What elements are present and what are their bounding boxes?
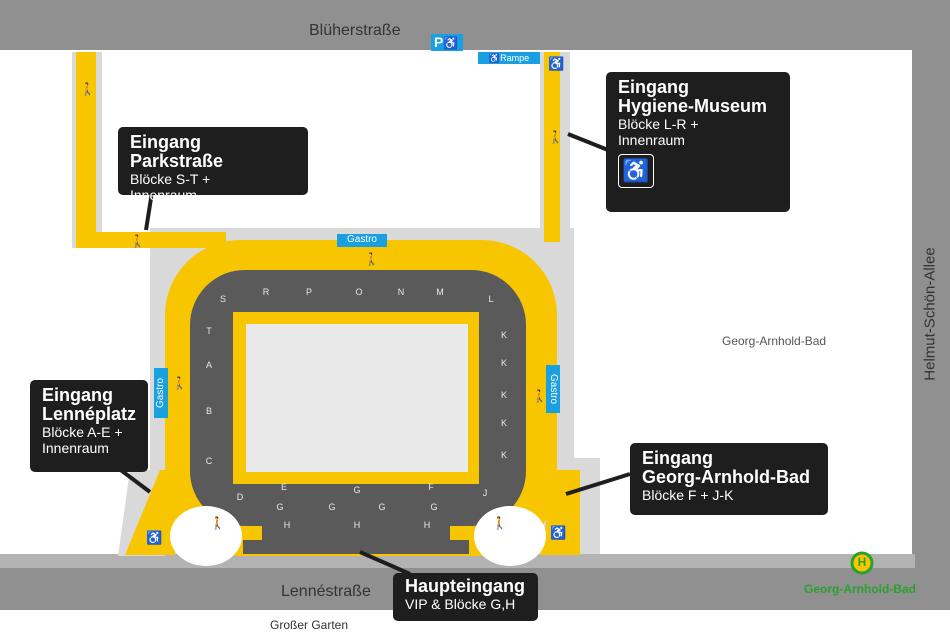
street-helmut-schoen-allee: Helmut-Schön-Allee [921,247,939,381]
ramp-label: Rampe [500,53,530,63]
pedestrian-icon: 🚶 [532,389,547,403]
callout-blocks: Blöcke F + J-K [642,487,734,503]
callout-pointers [116,132,631,576]
walkways [76,52,580,555]
callout-title-line1: Eingang [618,77,689,97]
block-label: F [428,482,434,492]
block-label: K [500,418,507,428]
callout-title-line2: Georg-Arnhold-Bad [642,467,810,487]
area-georg-arnhold-bad: Georg-Arnhold-Bad [722,334,827,348]
block-label: L [488,294,494,304]
callout-blocks: Blöcke A-E + [42,424,123,440]
pedestrian-icon: 🚶 [80,82,95,96]
block-label: M [436,287,444,297]
callout-extra: Innenraum [130,187,197,203]
street-lennestrasse: Lennéstraße [281,583,371,600]
callout-blocks: VIP & Blöcke G,H [405,596,516,612]
callout-title: Eingang Parkstraße [130,132,224,171]
block-label: P [305,287,312,297]
block-label: J [482,488,488,498]
parking-icon: P♿ [431,34,463,51]
pedestrian-icon: 🚶 [364,252,379,266]
block-label: E [280,482,287,492]
callout-title: Haupteingang [405,576,525,596]
pedestrian-icon: 🚶 [130,234,145,248]
open-area-left [170,506,242,566]
block-label: K [500,390,507,400]
callout-extra: Innenraum [42,440,109,456]
block-label: B [205,406,212,416]
road-bluherstrasse [0,0,950,50]
wheelchair-icon: ♿ [548,56,565,71]
pedestrian-icon: 🚶 [172,376,187,390]
callout-title-line2: Lennéplatz [42,404,137,424]
block-label: A [205,360,212,370]
park-grosser-garten: Großer Garten [270,618,349,632]
pitch [246,324,468,472]
block-label: S [219,294,226,304]
callout-title-line1: Eingang [642,448,713,468]
pedestrian-icon: 🚶 [492,516,507,530]
tram-stop-name: Georg-Arnhold-Bad [804,582,916,596]
ramp-badge: ♿Rampe [478,52,540,64]
block-label: D [236,492,244,502]
street-bluherstrasse: Blüherstraße [309,22,401,39]
wheelchair-icon: ♿ [443,36,459,50]
wheelchair-icon: ♿ [550,525,567,540]
wheelchair-icon: ♿ [146,530,163,545]
block-label: K [500,330,507,340]
parking-label: P [434,34,444,50]
callout-title-line2: Hygiene-Museum [618,96,768,116]
block-label: C [205,456,213,466]
wheelchair-icon: ♿ [488,53,501,63]
gastro-north: Gastro [337,234,387,247]
pedestrian-icon: 🚶 [548,130,563,144]
block-label: N [397,287,405,297]
block-label: G [276,502,284,512]
open-area-right [474,506,546,566]
block-label: R [262,287,270,297]
callout-eingang-hygiene-museum: Eingang Hygiene-Museum Blöcke L-R + Inne… [606,72,790,212]
road-lennestrasse-edge [0,554,915,568]
block-label: K [500,450,507,460]
block-label: O [355,287,363,297]
block-label: G [430,502,438,512]
block-label: H [353,520,361,530]
gastro-east: Gastro [546,365,560,413]
tram-stop-icon [850,551,874,575]
block-label: G [353,485,361,495]
block-label: K [500,358,507,368]
wheelchair-icon: ♿ [618,154,654,188]
tram-stop-symbol: H [857,555,867,569]
callout-eingang-lenneplatz: Eingang Lennéplatz Blöcke A-E + Innenrau… [30,380,148,472]
callout-eingang-georg-arnhold-bad: Eingang Georg-Arnhold-Bad Blöcke F + J-K [630,443,828,515]
pedestrian-icon: 🚶 [210,516,225,530]
block-label: G [378,502,386,512]
callout-blocks: Blöcke S-T + [130,171,211,187]
callout-extra: Innenraum [618,132,685,148]
callout-haupteingang: Haupteingang VIP & Blöcke G,H [393,573,538,621]
callout-blocks: Blöcke L-R + [618,116,699,132]
callout-title-line1: Eingang [42,385,113,405]
block-label: G [328,502,336,512]
block-label: H [283,520,291,530]
road-helmut-schoen-allee [912,50,950,610]
block-label: H [423,520,431,530]
main-stand-strip [243,540,469,554]
gastro-west: Gastro [154,368,168,418]
callout-eingang-parkstrasse: Eingang Parkstraße Blöcke S-T + Innenrau… [118,127,308,203]
block-label: T [206,326,212,336]
